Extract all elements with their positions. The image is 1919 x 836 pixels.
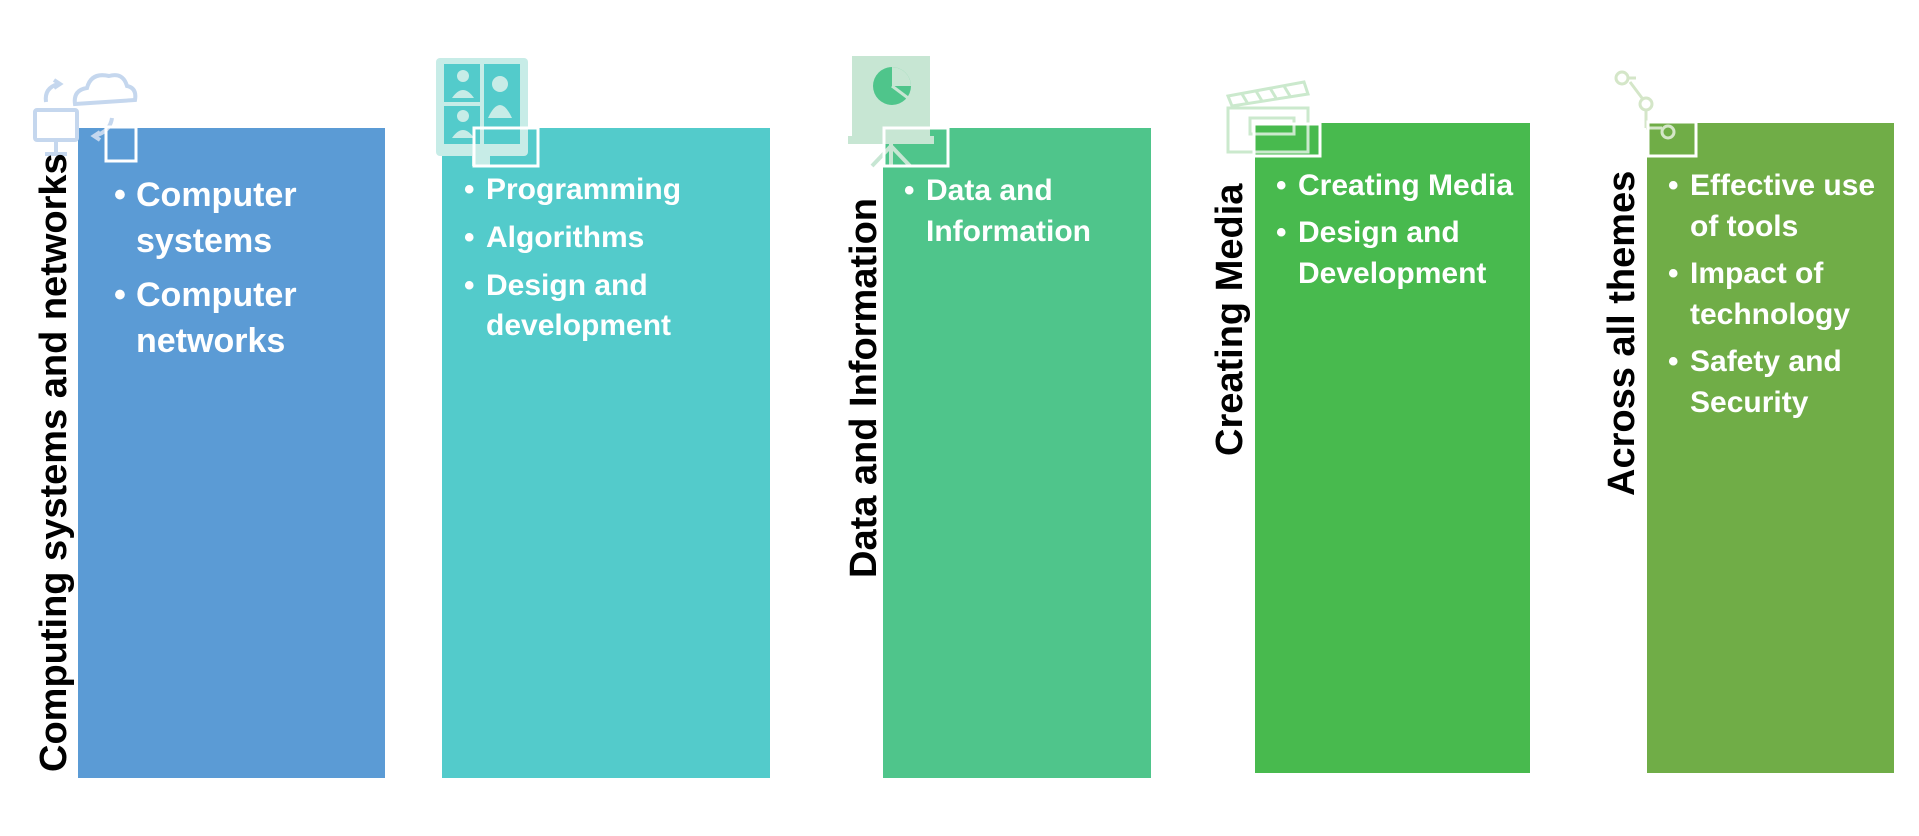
- clapperboard-icon: [1225, 80, 1322, 158]
- list-item: Programming: [464, 170, 756, 210]
- list-item: Data and Information: [904, 170, 1142, 252]
- theme-title: Data and Information: [843, 197, 885, 578]
- list-item: Effective use of tools: [1668, 165, 1890, 247]
- list-item: Design and development: [464, 266, 756, 346]
- list-item: Safety and Security: [1668, 341, 1890, 423]
- bullet-list: Effective use of tools Impact of technol…: [1668, 165, 1890, 423]
- presentation-pie-chart-icon: [848, 56, 950, 168]
- list-item: Algorithms: [464, 218, 756, 258]
- bullet-list: Creating Media Design and Development: [1276, 165, 1520, 294]
- bullet-list: Data and Information: [904, 170, 1142, 252]
- list-item: Creating Media: [1276, 165, 1520, 206]
- list-item: Design and Development: [1276, 212, 1520, 294]
- list-item: Computer systems: [114, 172, 366, 264]
- bullet-list: Programming Algorithms Design and develo…: [464, 170, 756, 346]
- video-call-monitor-icon: [436, 58, 540, 168]
- theme-title: Across all themes: [1601, 170, 1643, 496]
- bullet-list: Computer systems Computer networks: [114, 172, 366, 364]
- circuit-nodes-icon: [1614, 70, 1698, 158]
- theme-title: Creating Media: [1209, 183, 1251, 456]
- list-item: Computer networks: [114, 272, 366, 364]
- computer-cloud-icon: [33, 73, 138, 163]
- theme-title: Computing systems and networks: [33, 153, 75, 772]
- list-item: Impact of technology: [1668, 253, 1890, 335]
